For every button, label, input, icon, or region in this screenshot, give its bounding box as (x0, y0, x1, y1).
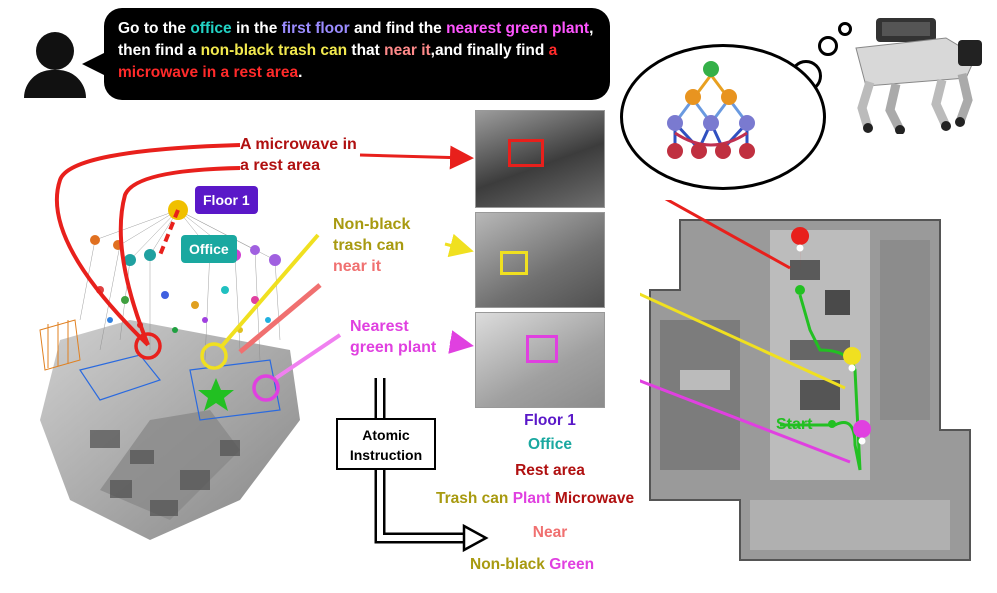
near-it-label: near it (333, 258, 382, 275)
microwave-highlight-box (508, 139, 544, 167)
instruction-segment: first floor (281, 20, 350, 37)
atomic-floor: Floor 1 (524, 412, 576, 429)
instruction-segment: a microwave in a rest area (118, 42, 558, 81)
user-avatar-body (24, 70, 86, 98)
atomic-instruction-label: Atomic Instruction (349, 427, 423, 463)
plant-highlight-box (526, 335, 558, 363)
instruction-segment: near it (384, 42, 431, 59)
atomic-rest-area: Rest area (515, 462, 585, 479)
label-arrows (359, 145, 474, 354)
office-tag: Office (181, 235, 237, 263)
microwave-photo (475, 110, 605, 208)
non-black-trash-can-label: Non-black trash can (333, 216, 411, 254)
floor-plan-map (640, 200, 971, 561)
atomic-objects-row: Trash can Plant Microwave (436, 490, 634, 508)
instruction-segment: nearest green plant (446, 20, 590, 37)
trash-can-photo (475, 212, 605, 308)
microwave-rest-area-label: A microwave in a rest area (240, 136, 357, 174)
plant-photo (475, 312, 605, 408)
atomic-office: Office (528, 436, 572, 453)
nearest-green-plant-label: Nearest green plant (350, 318, 437, 356)
instruction-segment: . (298, 64, 303, 81)
atomic-arrow (374, 378, 489, 553)
instruction-segment: , then find a (118, 20, 594, 59)
atomic-microwave: Microwave (554, 490, 635, 507)
instruction-segment: that (347, 42, 385, 59)
atomic-non-black: Non-black (470, 556, 545, 573)
instruction-segment: in the (231, 20, 282, 37)
instruction-segment: and finally find (434, 42, 549, 59)
floor-1-tag: Floor 1 (195, 186, 258, 214)
office-label: Office (189, 241, 229, 257)
instruction-segment: Go to the (118, 20, 191, 37)
atomic-green: Green (549, 556, 595, 573)
thought-dot-small (838, 22, 852, 36)
instruction-segment: and find the (349, 20, 447, 37)
atomic-plant: Plant (512, 490, 551, 507)
instruction-speech-bubble: Go to the office in the first floor and … (104, 8, 610, 100)
instruction-text: Go to the office in the first floor and … (118, 18, 596, 84)
3d-scene-graph-view (39, 143, 342, 540)
scene-graph-icon (667, 61, 755, 159)
atomic-near: Near (532, 524, 568, 541)
speech-bubble-tail (82, 52, 106, 76)
trash-can-highlight-box (500, 251, 528, 275)
instruction-segment: office (190, 20, 232, 37)
floor-1-label: Floor 1 (203, 192, 250, 208)
instruction-segment: , (430, 42, 435, 59)
thought-dot-medium (818, 36, 838, 56)
start-label: Start (776, 416, 813, 433)
instruction-segment: non-black trash can (200, 42, 348, 59)
atomic-trash-can: Trash can (436, 490, 509, 507)
thought-cloud (620, 44, 826, 190)
user-avatar-icon (36, 32, 74, 70)
robot-dog-image (855, 18, 982, 134)
atomic-attributes-row: Non-black Green (470, 556, 594, 574)
atomic-instruction-box: Atomic Instruction (336, 418, 436, 470)
